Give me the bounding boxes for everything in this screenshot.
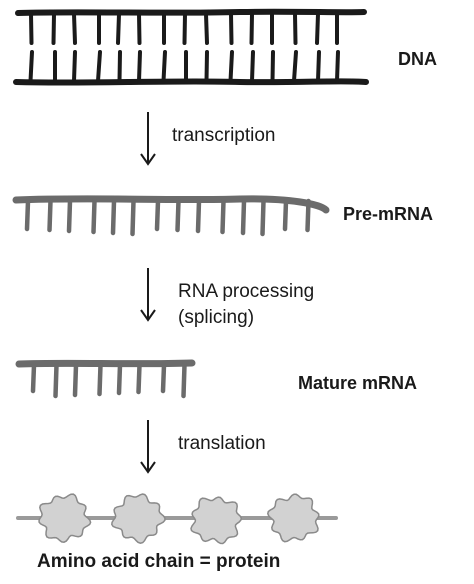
dna-base-upper xyxy=(29,12,34,45)
pre-mrna-base xyxy=(47,198,53,233)
stage-label-dna: DNA xyxy=(398,49,437,69)
mature-mrna-base xyxy=(160,362,167,394)
pre-mrna-bases xyxy=(24,198,311,237)
mature-mrna-bases xyxy=(30,362,187,399)
pre-mrna-base xyxy=(66,198,73,234)
mature-mrna-backbone xyxy=(15,359,196,368)
dna-bottom-strand xyxy=(13,78,369,86)
dna-base-upper xyxy=(182,12,187,45)
pre-mrna-base xyxy=(305,198,311,233)
dna-base-upper xyxy=(116,12,121,45)
stage-label-pre-mrna: Pre-mRNA xyxy=(343,204,434,224)
stage-label-mature-mrna: Mature mRNA xyxy=(298,373,418,393)
processing-arrow xyxy=(140,268,156,322)
step-label-transcription: transcription xyxy=(172,125,276,146)
mature-mrna-base xyxy=(53,362,59,399)
dna-base-lower xyxy=(96,50,102,83)
pre-mrna-base xyxy=(175,198,181,233)
pre-mrna-base xyxy=(240,198,247,236)
dna-base-upper xyxy=(204,12,209,45)
amino-acid-residue xyxy=(38,493,92,543)
dna-base-lower xyxy=(161,50,167,83)
pre-mrna-base xyxy=(282,198,289,232)
amino-acid-chain xyxy=(16,493,338,545)
dna-base-upper xyxy=(293,12,298,45)
amino-acid-residues xyxy=(38,493,320,545)
dna-base-lower xyxy=(28,50,34,83)
dna-base-upper xyxy=(229,12,234,45)
dna-base-upper xyxy=(137,12,142,45)
pre-mrna-base xyxy=(195,198,202,234)
amino-acid-residue xyxy=(190,496,243,545)
transcription-arrow xyxy=(140,112,156,166)
mature-mrna-base xyxy=(97,362,103,397)
mature-mrna-base xyxy=(136,362,142,395)
dna-base-lower xyxy=(335,50,340,83)
pre-mrna-base xyxy=(91,198,97,235)
dna-base-upper xyxy=(72,12,77,45)
step-label-splicing: (splicing) xyxy=(178,307,255,328)
dna-base-lower xyxy=(137,50,142,83)
stage-label-protein: Amino acid chain = protein xyxy=(37,551,281,572)
amino-acid-residue xyxy=(111,493,166,544)
mature-mrna-base xyxy=(30,362,37,394)
dna-base-upper xyxy=(249,12,254,45)
pre-mrna-base xyxy=(154,198,161,232)
dna-base-lower xyxy=(204,50,209,83)
pre-mrna-base xyxy=(220,198,226,235)
step-label-translation: translation xyxy=(178,433,266,454)
pre-mrna-base xyxy=(260,198,266,237)
dna-top-strand xyxy=(15,8,367,16)
pre-mrna-strand xyxy=(12,195,330,237)
mature-mrna-strand xyxy=(15,359,196,399)
dna-base-lower xyxy=(292,50,298,83)
pre-mrna-base xyxy=(110,198,117,236)
dna-base-lower xyxy=(72,50,77,83)
dna-base-upper xyxy=(51,12,56,45)
pre-mrna-base xyxy=(24,198,31,232)
dna-base-lower xyxy=(117,50,122,83)
step-label-rna-processing: RNA processing xyxy=(178,281,315,302)
pre-mrna-base xyxy=(130,198,136,237)
translation-arrow xyxy=(140,420,156,474)
dna-base-upper xyxy=(315,12,320,45)
pre-mrna-backbone xyxy=(12,195,330,214)
dna-base-lower xyxy=(270,50,275,83)
mature-mrna-base xyxy=(72,362,79,398)
dna-base-lower xyxy=(228,50,234,83)
mature-mrna-base xyxy=(116,362,123,396)
dna-base-lower xyxy=(250,50,255,83)
dna-ladder xyxy=(13,8,369,86)
dna-base-pairs xyxy=(28,12,340,83)
amino-acid-residue xyxy=(267,493,320,543)
mature-mrna-base xyxy=(181,362,187,399)
dna-base-lower xyxy=(316,50,321,83)
